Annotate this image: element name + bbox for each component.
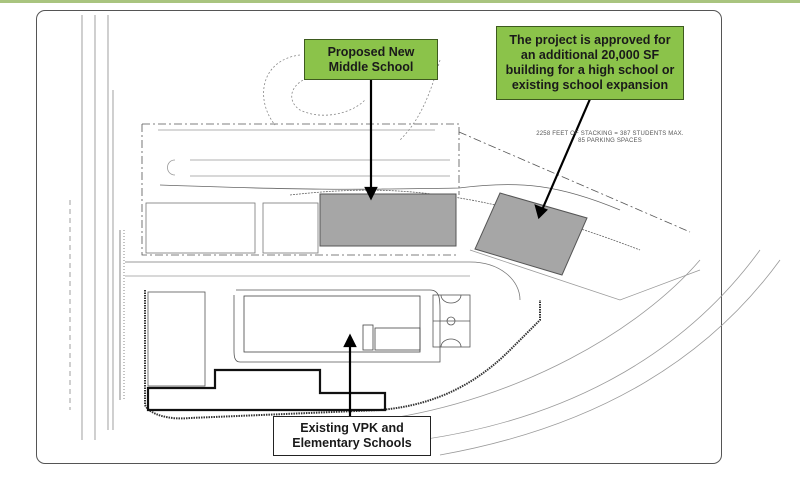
parking-stalls: [158, 129, 450, 177]
top-accent-bar: [0, 0, 800, 3]
existing-school-building: [243, 295, 421, 353]
basketball-court: [432, 294, 471, 348]
field-1: [145, 202, 256, 254]
parking-lot-boundary: [141, 123, 460, 256]
callout-existing-schools: Existing VPK and Elementary Schools: [273, 416, 431, 456]
stacking-note-line2: 85 PARKING SPACES: [578, 138, 642, 144]
stacking-note-line1: 2258 FEET OF STACKING = 387 STUDENTS MAX…: [536, 131, 684, 137]
proposed-middle-school-building: [319, 193, 457, 247]
field-2: [262, 202, 319, 254]
existing-building-west: [147, 291, 206, 387]
wetland-boundary: [263, 54, 441, 141]
existing-campus-outline: [144, 290, 541, 420]
arrow-high-school: [540, 98, 592, 211]
road-lines: [69, 15, 125, 440]
callout-high-school-expansion: The project is approved for an additiona…: [496, 26, 684, 100]
existing-building-south: [146, 368, 387, 412]
callout-proposed-middle-school: Proposed New Middle School: [304, 39, 438, 80]
proposed-high-school-building: [474, 192, 588, 276]
stacking-note: 2258 FEET OF STACKING = 387 STUDENTS MAX…: [530, 131, 690, 145]
